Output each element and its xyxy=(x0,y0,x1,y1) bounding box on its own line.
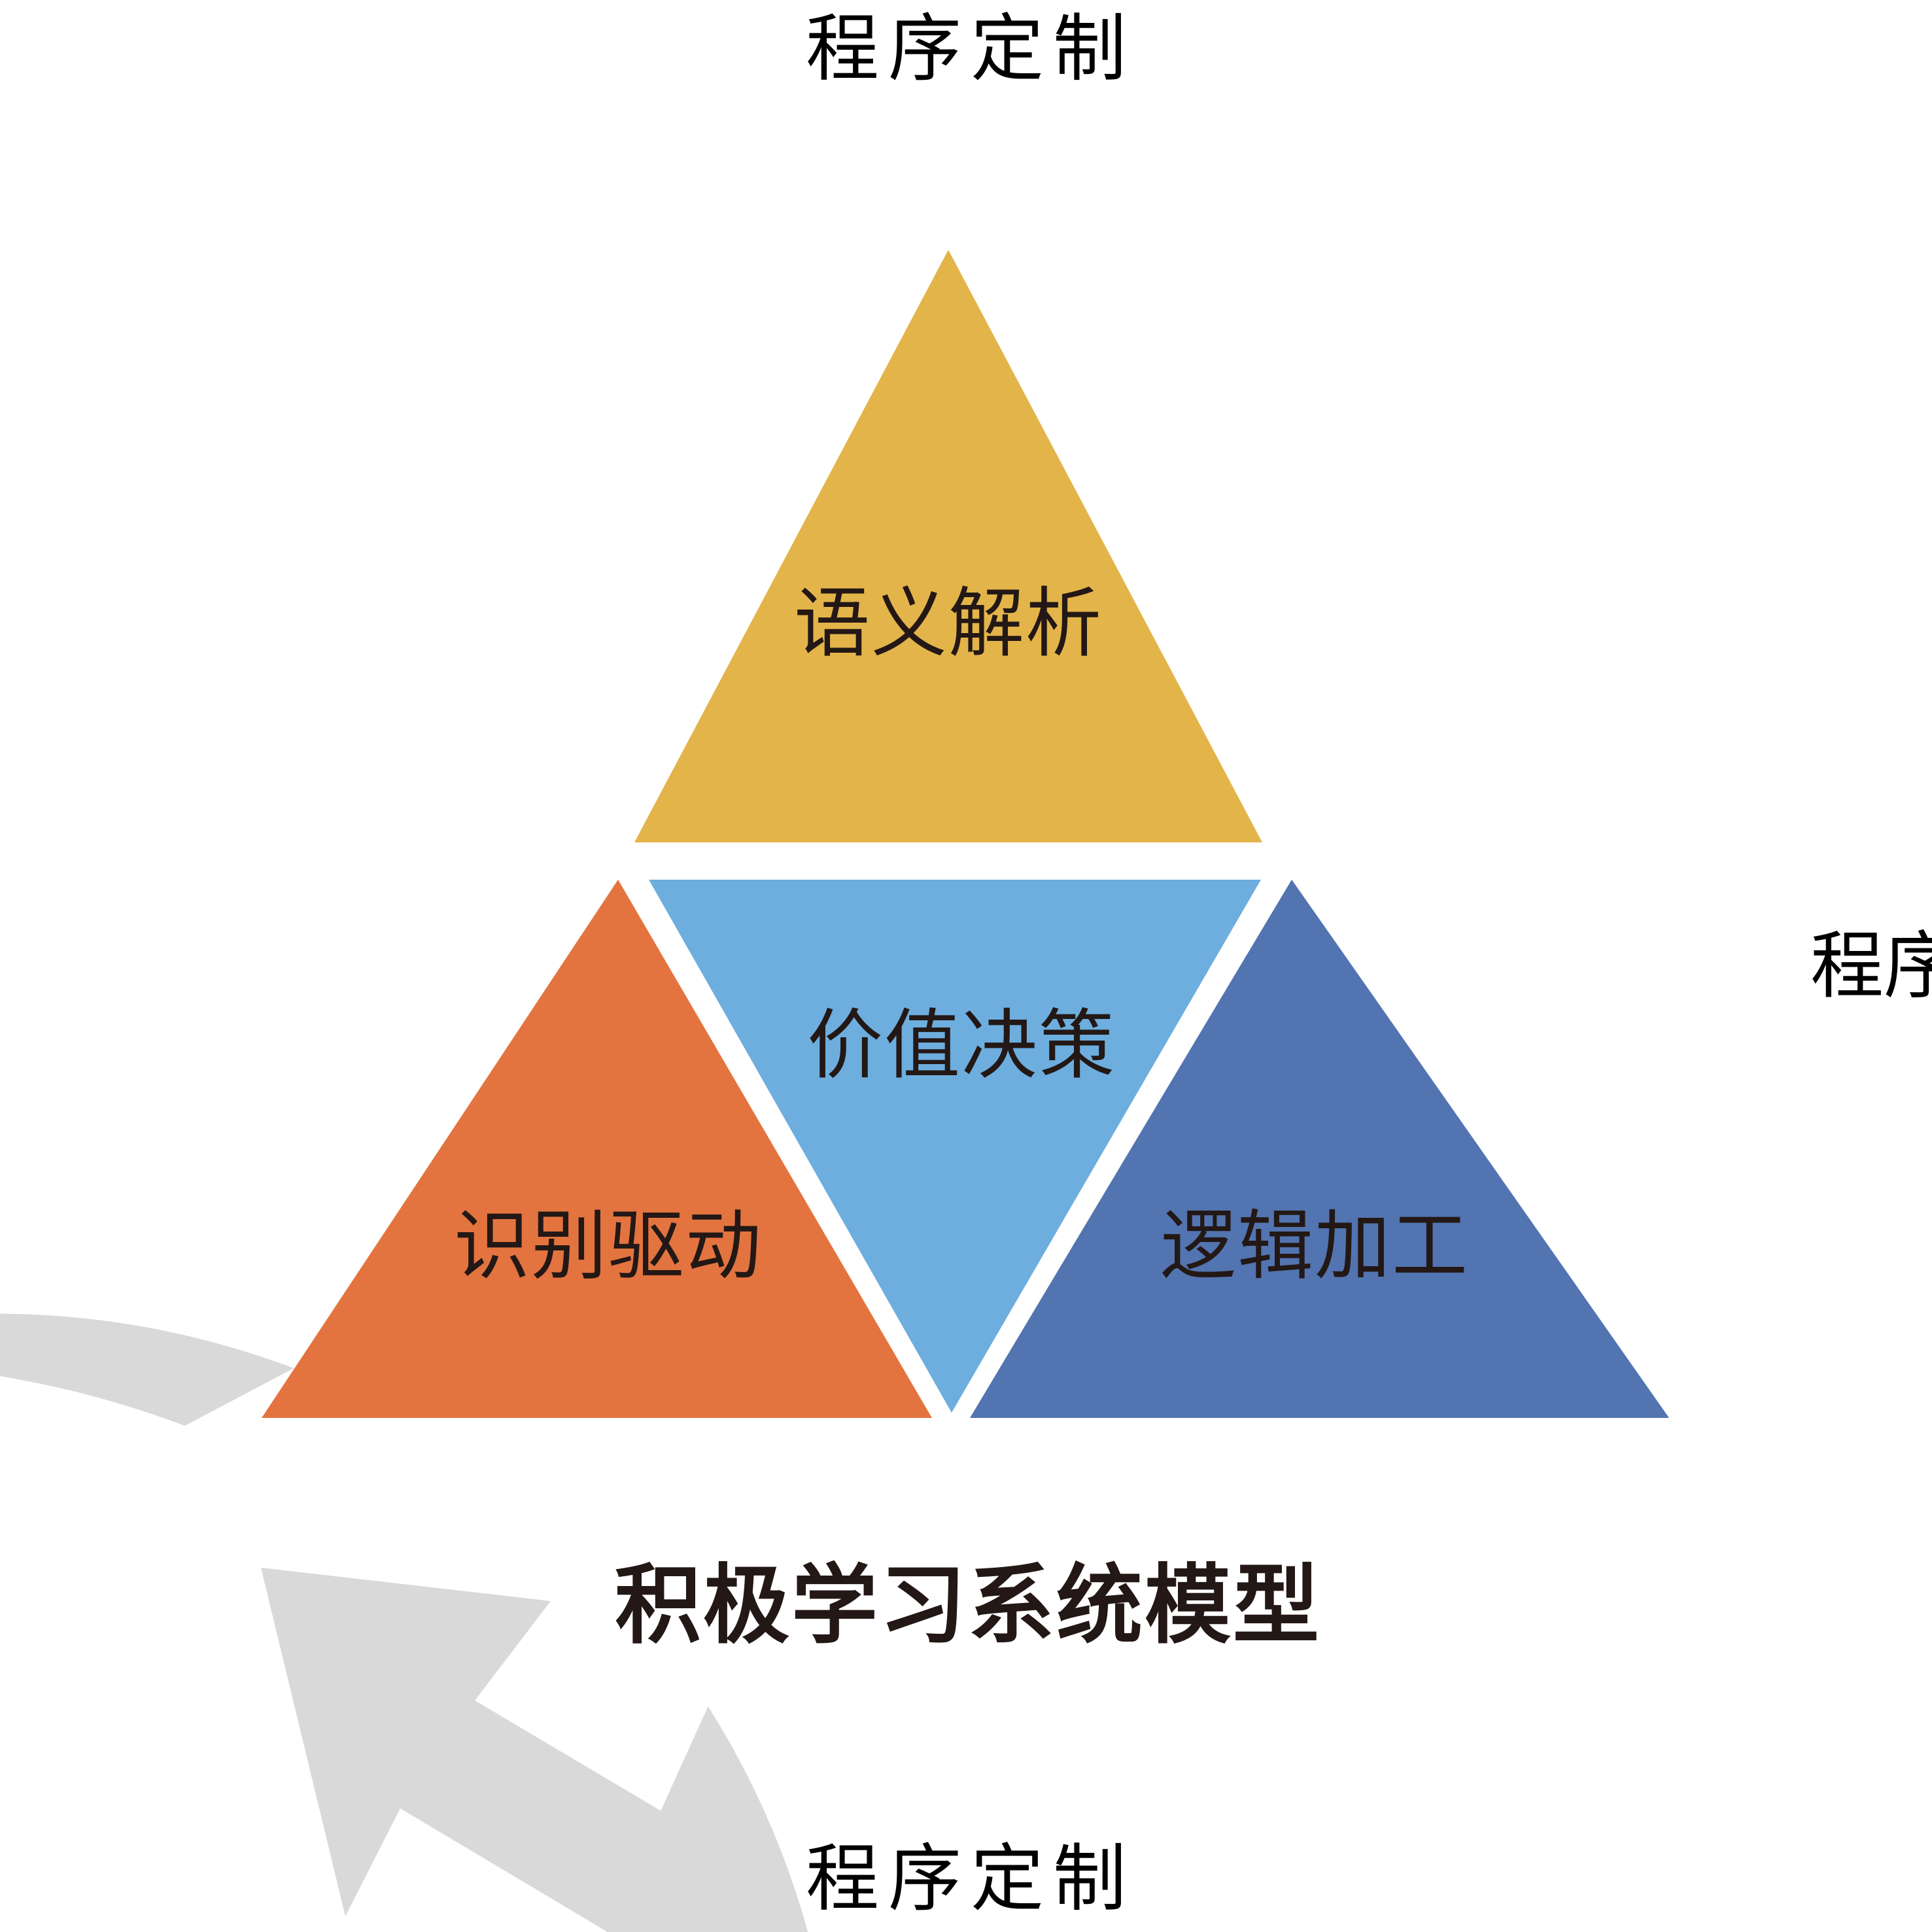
model-title: 积极学习系统模型 xyxy=(615,1557,1321,1653)
cycle-arrow-head xyxy=(261,1568,778,1932)
cycle-label-right: 程序定制 xyxy=(1810,925,1932,1007)
cycle-arrow-ring xyxy=(0,1313,808,1932)
segment-left-shape xyxy=(262,880,932,1418)
cycle-label-bottom: 程序定制 xyxy=(806,1838,1135,1920)
segment-label-right: 逻辑加工 xyxy=(1160,1203,1469,1288)
triangle-group xyxy=(262,250,1669,1418)
segment-label-left: 识别驱动 xyxy=(454,1203,763,1288)
segment-label-apex: 语义解析 xyxy=(794,581,1103,666)
segment-label-center: 价值决策 xyxy=(807,1003,1116,1088)
segment-apex-shape xyxy=(634,250,1262,842)
segment-right-shape xyxy=(970,880,1669,1418)
cycle-label-top: 程序定制 xyxy=(806,8,1135,90)
segment-center-shape xyxy=(649,880,1261,1413)
